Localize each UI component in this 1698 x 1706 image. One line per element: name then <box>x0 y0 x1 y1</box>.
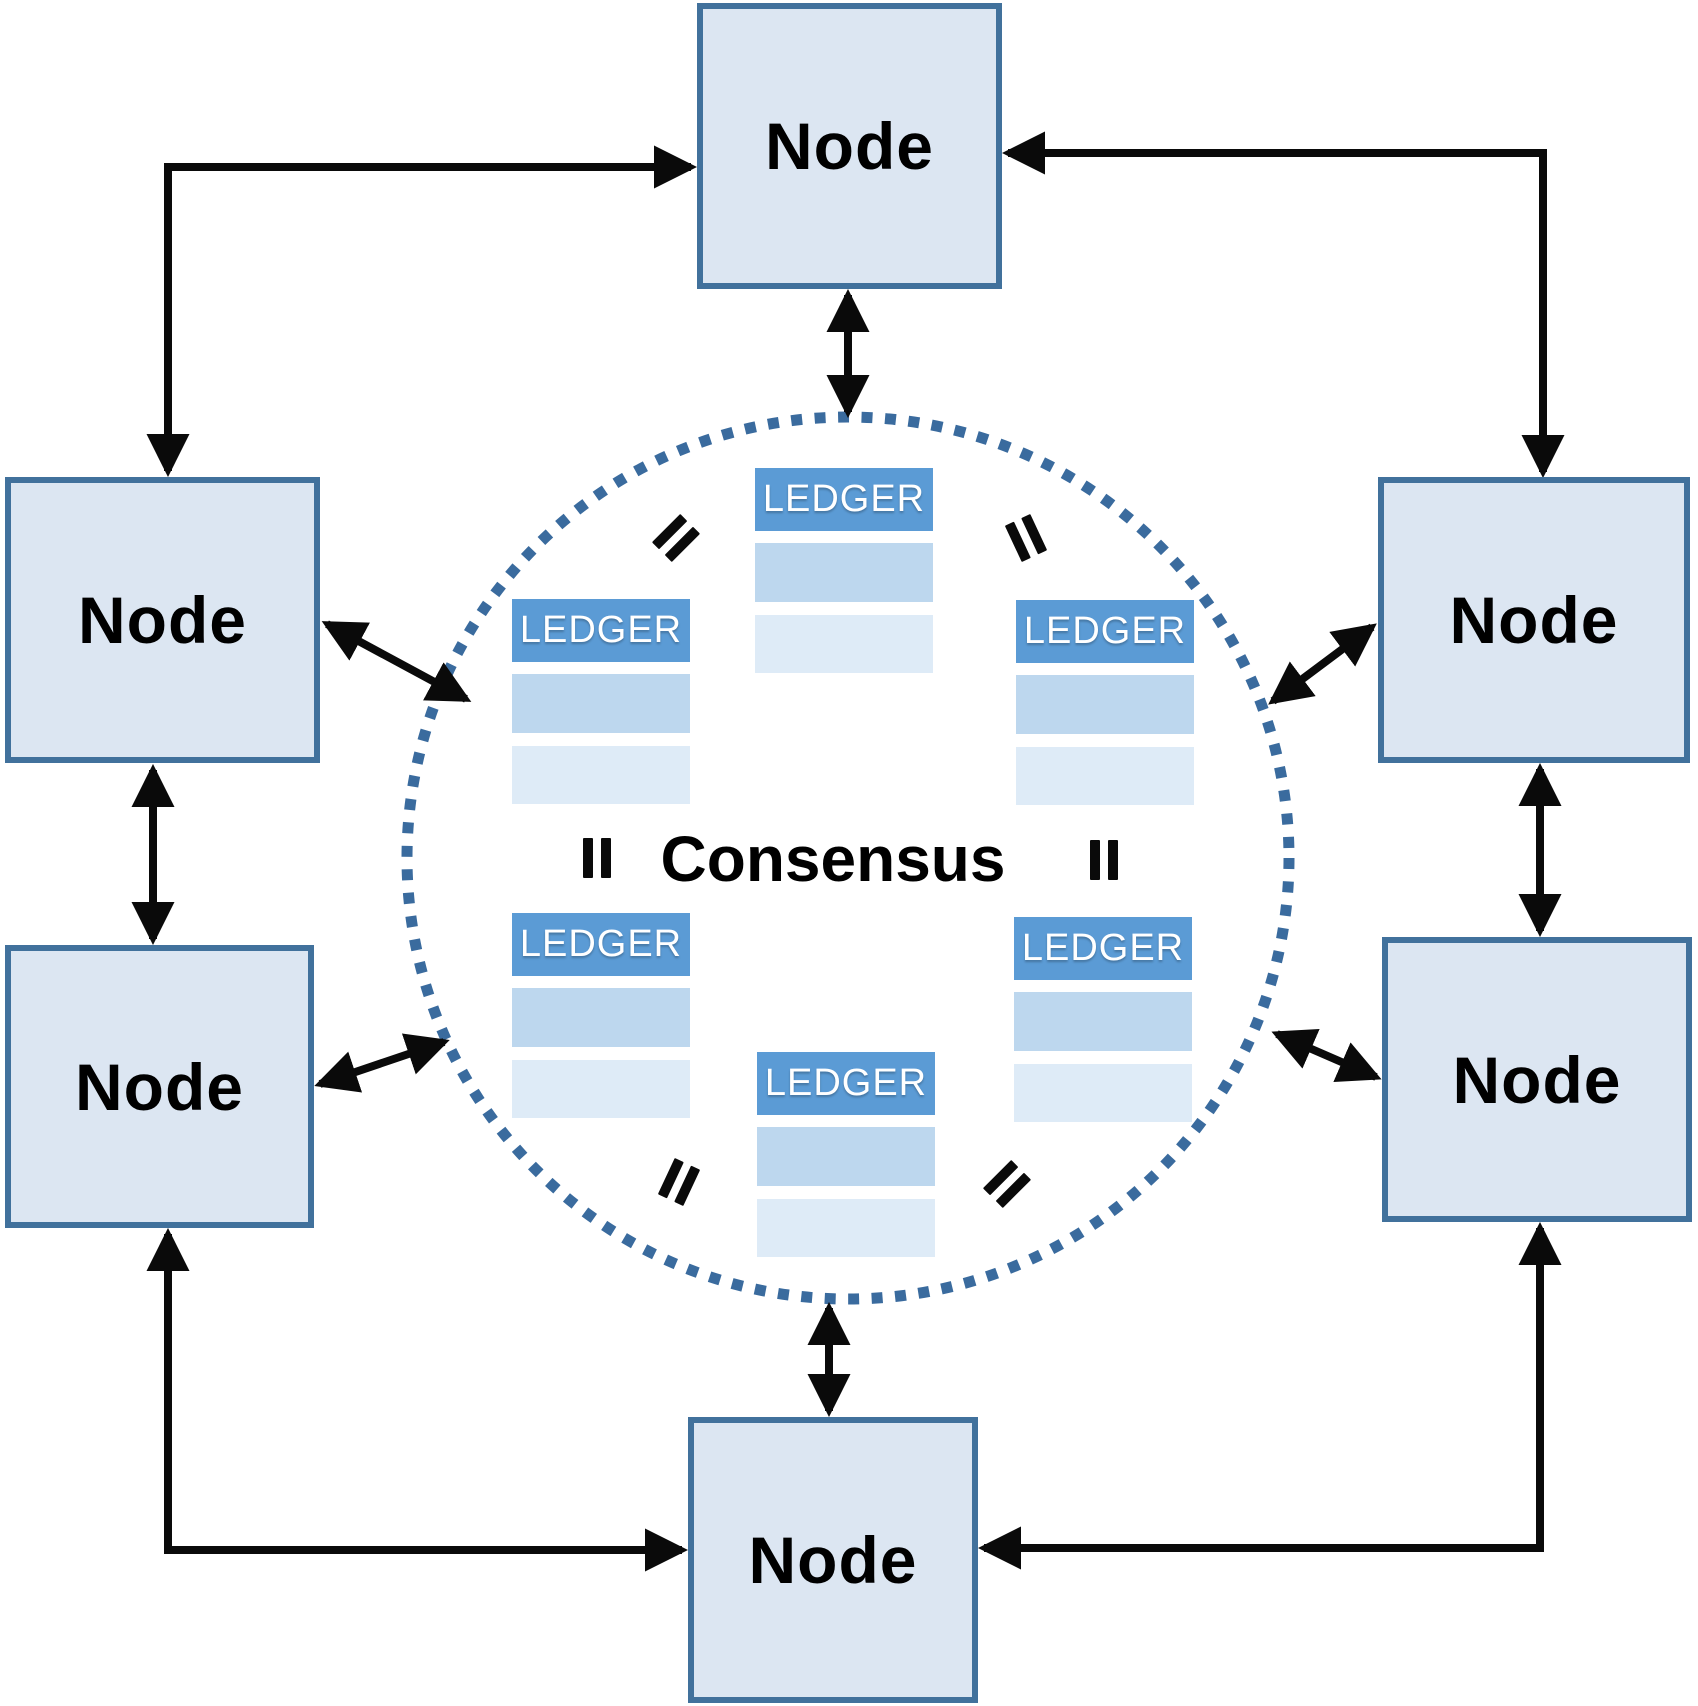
ledger-table-lower-left: LEDGER <box>512 913 690 1118</box>
ledger-row <box>1014 992 1192 1051</box>
arrow-bottomleft-corner <box>146 1227 689 1572</box>
arrow-topleft-corner <box>146 145 698 478</box>
ledger-table-upper-left: LEDGER <box>512 599 690 804</box>
ledger-header: LEDGER <box>1016 600 1194 663</box>
ledger-table-upper-right: LEDGER <box>1016 600 1194 805</box>
arrow-bottomright-corner <box>977 1221 1562 1570</box>
ledger-row <box>512 988 690 1047</box>
ledger-row <box>755 615 933 673</box>
ledger-row <box>1016 747 1194 805</box>
ledger-table-lower-right: LEDGER <box>1014 917 1192 1122</box>
node-box-right-lower: Node <box>1382 937 1692 1222</box>
ledger-header: LEDGER <box>757 1052 935 1115</box>
ledger-header: LEDGER <box>512 913 690 976</box>
ledger-header: LEDGER <box>512 599 690 662</box>
consensus-label: Consensus <box>660 823 1006 895</box>
arrow-leftlower-node-to-circle <box>314 1033 450 1093</box>
ledger-row <box>755 543 933 602</box>
node-label: Node <box>78 583 247 657</box>
arrow-rightupper-node-to-circle <box>1268 623 1377 705</box>
node-box-top: Node <box>697 3 1002 289</box>
node-label: Node <box>1452 1042 1622 1117</box>
ledger-row <box>1016 675 1194 734</box>
node-label: Node <box>1449 583 1619 657</box>
ledger-table-bottom-center: LEDGER <box>757 1052 935 1257</box>
ledger-table-top-center: LEDGER <box>755 468 933 673</box>
node-label: Node <box>748 1523 918 1597</box>
ledger-row <box>512 746 690 804</box>
ledger-header: LEDGER <box>1014 917 1192 980</box>
node-box-right-upper: Node <box>1378 477 1690 763</box>
ledger-row <box>1014 1064 1192 1122</box>
arrow-topright-corner <box>1001 131 1565 479</box>
ledger-row <box>757 1199 935 1257</box>
node-box-left-upper: Node <box>5 477 320 763</box>
equals-icon <box>1090 840 1118 880</box>
arrow-leftupper-node-to-circle <box>321 620 472 703</box>
node-box-bottom: Node <box>688 1417 978 1703</box>
arrow-rightlower-node-to-circle <box>1271 1028 1382 1083</box>
node-label: Node <box>765 109 934 183</box>
ledger-row <box>512 1060 690 1118</box>
ledger-row <box>512 674 690 733</box>
ledger-header: LEDGER <box>755 468 933 531</box>
ledger-row <box>757 1127 935 1186</box>
node-box-left-lower: Node <box>5 945 314 1228</box>
equals-icon <box>583 838 611 878</box>
node-label: Node <box>75 1049 244 1124</box>
